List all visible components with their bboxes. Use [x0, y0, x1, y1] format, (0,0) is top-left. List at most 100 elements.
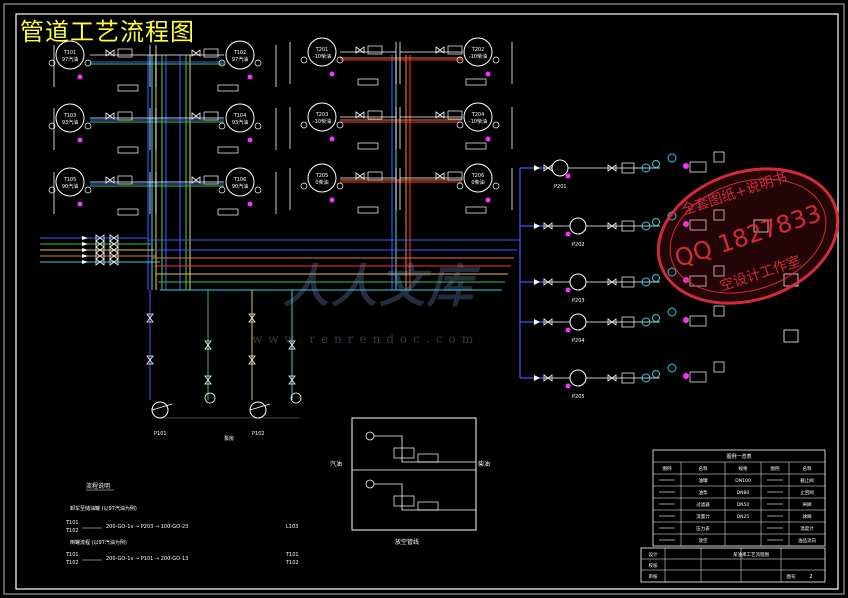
watermark-url: www.renrendoc.com	[252, 332, 480, 346]
notes-heading: 流程说明	[86, 482, 110, 490]
valve-body	[435, 46, 445, 54]
pump-room-label: 泵房	[224, 435, 234, 442]
flow2-from: T101	[65, 552, 79, 558]
flow-arrow-icon	[534, 319, 540, 325]
pump-id: P201	[554, 184, 567, 190]
gauge-icon	[218, 186, 226, 194]
valve-icon	[607, 318, 617, 326]
instrument-tag-icon	[565, 383, 571, 389]
flow1-to: L103	[286, 524, 298, 530]
meter-icon	[621, 276, 635, 288]
gauge-icon	[336, 121, 344, 129]
flow1-pipes: 200-GO-1v → P203 → 100-GO-23	[106, 524, 188, 530]
valve-body	[191, 49, 201, 57]
storage-tank: T203-10柴油	[289, 102, 397, 149]
valve-icon	[109, 246, 119, 254]
valve-body	[435, 111, 445, 119]
instrument-icon	[667, 307, 677, 317]
valve-icon	[543, 318, 553, 326]
instrument-icon	[667, 267, 677, 277]
legend-header: 图例	[771, 465, 780, 472]
valve-body	[105, 49, 115, 57]
vent-tank-icon	[417, 453, 439, 463]
gauge-icon	[84, 59, 92, 67]
valve-icon	[105, 49, 115, 57]
pump-icon	[151, 401, 169, 419]
valve-icon	[109, 258, 119, 266]
pump-icon	[249, 401, 267, 419]
meter-box-icon	[713, 361, 725, 373]
valve-body	[109, 234, 119, 242]
detail-side-label: 柴油	[478, 460, 490, 468]
gauge-icon	[492, 121, 500, 129]
tank-id: T201	[315, 47, 329, 53]
flow-arrow-icon	[534, 375, 540, 381]
valve-icon	[146, 313, 154, 323]
legend-cell: 油罐	[699, 477, 708, 484]
valve-icon	[95, 234, 105, 242]
flowmeter-icon	[641, 221, 651, 231]
loading-arm-icon	[689, 161, 707, 173]
flow1-from: T101	[65, 520, 79, 526]
pump-icon	[569, 217, 587, 235]
detail-side-label: 汽油	[330, 460, 342, 468]
tank-shell	[463, 37, 493, 67]
tank-spec: -10柴油	[313, 118, 331, 125]
tank-id: T205	[315, 173, 329, 179]
valve-body	[109, 258, 119, 266]
valve-icon	[543, 374, 553, 382]
loading-bay-icon	[753, 219, 769, 233]
instrument-tag-icon	[565, 173, 571, 179]
tank-spec: 0柴油	[471, 179, 484, 186]
legend-cell: DN80	[737, 490, 750, 496]
vent-tank-icon	[393, 447, 415, 459]
tank-spec: 90汽油	[62, 183, 78, 190]
instrument-tag-icon	[329, 197, 335, 203]
title-block-frame	[640, 547, 826, 583]
tank-id: T105	[63, 177, 77, 183]
pump-outlet	[249, 403, 271, 411]
instrument-tag-icon	[565, 287, 571, 293]
strainer-icon	[204, 392, 216, 404]
pump-icon	[569, 313, 587, 331]
title-block-label: 设计	[649, 551, 658, 558]
valve-icon	[435, 111, 445, 119]
pump-icon	[569, 369, 587, 387]
legend-title: 图例一览表	[726, 453, 751, 460]
valve-body	[248, 313, 256, 323]
pipe-layer	[40, 55, 544, 419]
legend-header: 规格	[739, 465, 748, 472]
instrument-tag-icon	[485, 136, 491, 142]
stamp-outer-ring	[656, 167, 840, 305]
valve-icon	[607, 164, 617, 172]
flow2-pipes: 200-GO-1v → P101 → 200-GO-13	[106, 556, 188, 562]
flow-arrow-icon	[82, 236, 88, 240]
valve-body	[109, 252, 119, 260]
gauge-icon	[84, 186, 92, 194]
gauge-icon	[492, 56, 500, 64]
gauge-icon	[456, 182, 464, 190]
gauge-icon	[300, 182, 308, 190]
valve-body	[288, 375, 296, 385]
valve-icon	[95, 240, 105, 248]
inner-frame	[15, 13, 839, 590]
valve-icon	[355, 172, 365, 180]
instrument-tag-icon	[329, 136, 335, 142]
valve-body	[543, 278, 553, 286]
pump: P201	[534, 151, 725, 190]
filter-icon	[447, 171, 463, 181]
strainer-icon	[290, 392, 302, 404]
meter-box-icon	[713, 305, 725, 317]
flow-arrow-icon	[82, 248, 88, 252]
spec-block	[357, 142, 379, 150]
sheet-number: 2	[809, 574, 812, 580]
tank-spec: 97汽油	[232, 56, 248, 63]
watermark-text: 人人文库	[283, 259, 475, 313]
legend-cell: DN25	[737, 514, 750, 520]
meter-icon	[621, 372, 635, 384]
tank-id: T203	[315, 112, 329, 118]
tank-spec: -10柴油	[469, 53, 487, 60]
